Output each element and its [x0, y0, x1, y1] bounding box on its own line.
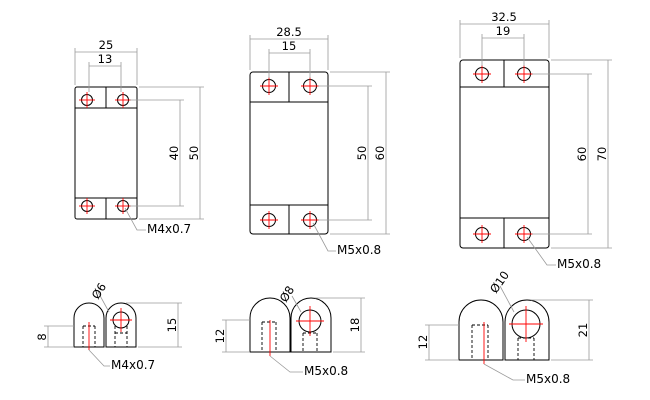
profile-2-left-half: [249, 297, 291, 353]
block-2-width-outer: 28.5: [276, 25, 302, 39]
profile-3-side-view: [458, 299, 550, 364]
profile-2-diameter: Ø8: [277, 283, 298, 304]
block-3-width-inner: 19: [496, 24, 511, 38]
block-1-width-inner: 13: [98, 52, 113, 66]
block-1-top-view: [74, 86, 138, 220]
block-2-thread-label: M5x0.8: [337, 243, 381, 257]
profile-2-height: 18: [348, 318, 362, 333]
block-2-top-view: [249, 71, 329, 235]
block-1-width-outer: 25: [99, 38, 114, 52]
profile-1-left-height: 8: [35, 333, 49, 340]
profile-3-height: 21: [576, 323, 590, 338]
block-2-dimensions: 28.5 15 50 60 M5x0.8: [249, 25, 390, 257]
profile-1-thread-label: M4x0.7: [111, 358, 155, 372]
profile-3-left-height: 12: [416, 335, 430, 350]
profile-2-thread-label: M5x0.8: [304, 364, 348, 378]
block-3-dimensions: 32.5 19 60 70 M5x0.8: [459, 10, 612, 271]
profile-2-side-view: [249, 297, 332, 356]
profile-1-dimensions: 8 15 Ø6 M4x0.7: [35, 280, 182, 372]
block-1-height-inner: 40: [167, 146, 181, 161]
block-3-width-outer: 32.5: [491, 10, 517, 24]
profile-1-diameter: Ø6: [89, 280, 110, 301]
profile-3-thread-label: M5x0.8: [526, 372, 570, 386]
block-3-thread-label: M5x0.8: [557, 257, 601, 271]
block-1-dimensions: 25 13 40 50 M4x0.7: [74, 38, 204, 236]
profile-3-dimensions: 12 21 Ø10 M5x0.8: [416, 268, 593, 386]
profile-1-right-half: [105, 302, 137, 348]
block-1-thread-label: M4x0.7: [147, 222, 191, 236]
block-3-height-inner: 60: [575, 147, 589, 162]
profile-2-dimensions: 12 18 Ø8 M5x0.8: [213, 283, 365, 378]
block-3-height-outer: 70: [595, 147, 609, 162]
block-3-top-view: [459, 59, 550, 249]
block-2-height-inner: 50: [355, 146, 369, 161]
profile-1-side-view: [73, 302, 137, 350]
profile-1-height: 15: [165, 318, 179, 333]
block-2-width-inner: 15: [282, 39, 297, 53]
profile-3-left-half: [458, 299, 504, 361]
profile-2-left-height: 12: [213, 329, 227, 344]
profile-1-left-half: [73, 302, 105, 348]
profile-3-right-half: [504, 299, 550, 361]
profile-3-diameter: Ø10: [487, 268, 512, 295]
block-1-height-outer: 50: [187, 146, 201, 161]
block-2-height-outer: 60: [373, 146, 387, 161]
profile-2-right-half: [290, 297, 332, 353]
